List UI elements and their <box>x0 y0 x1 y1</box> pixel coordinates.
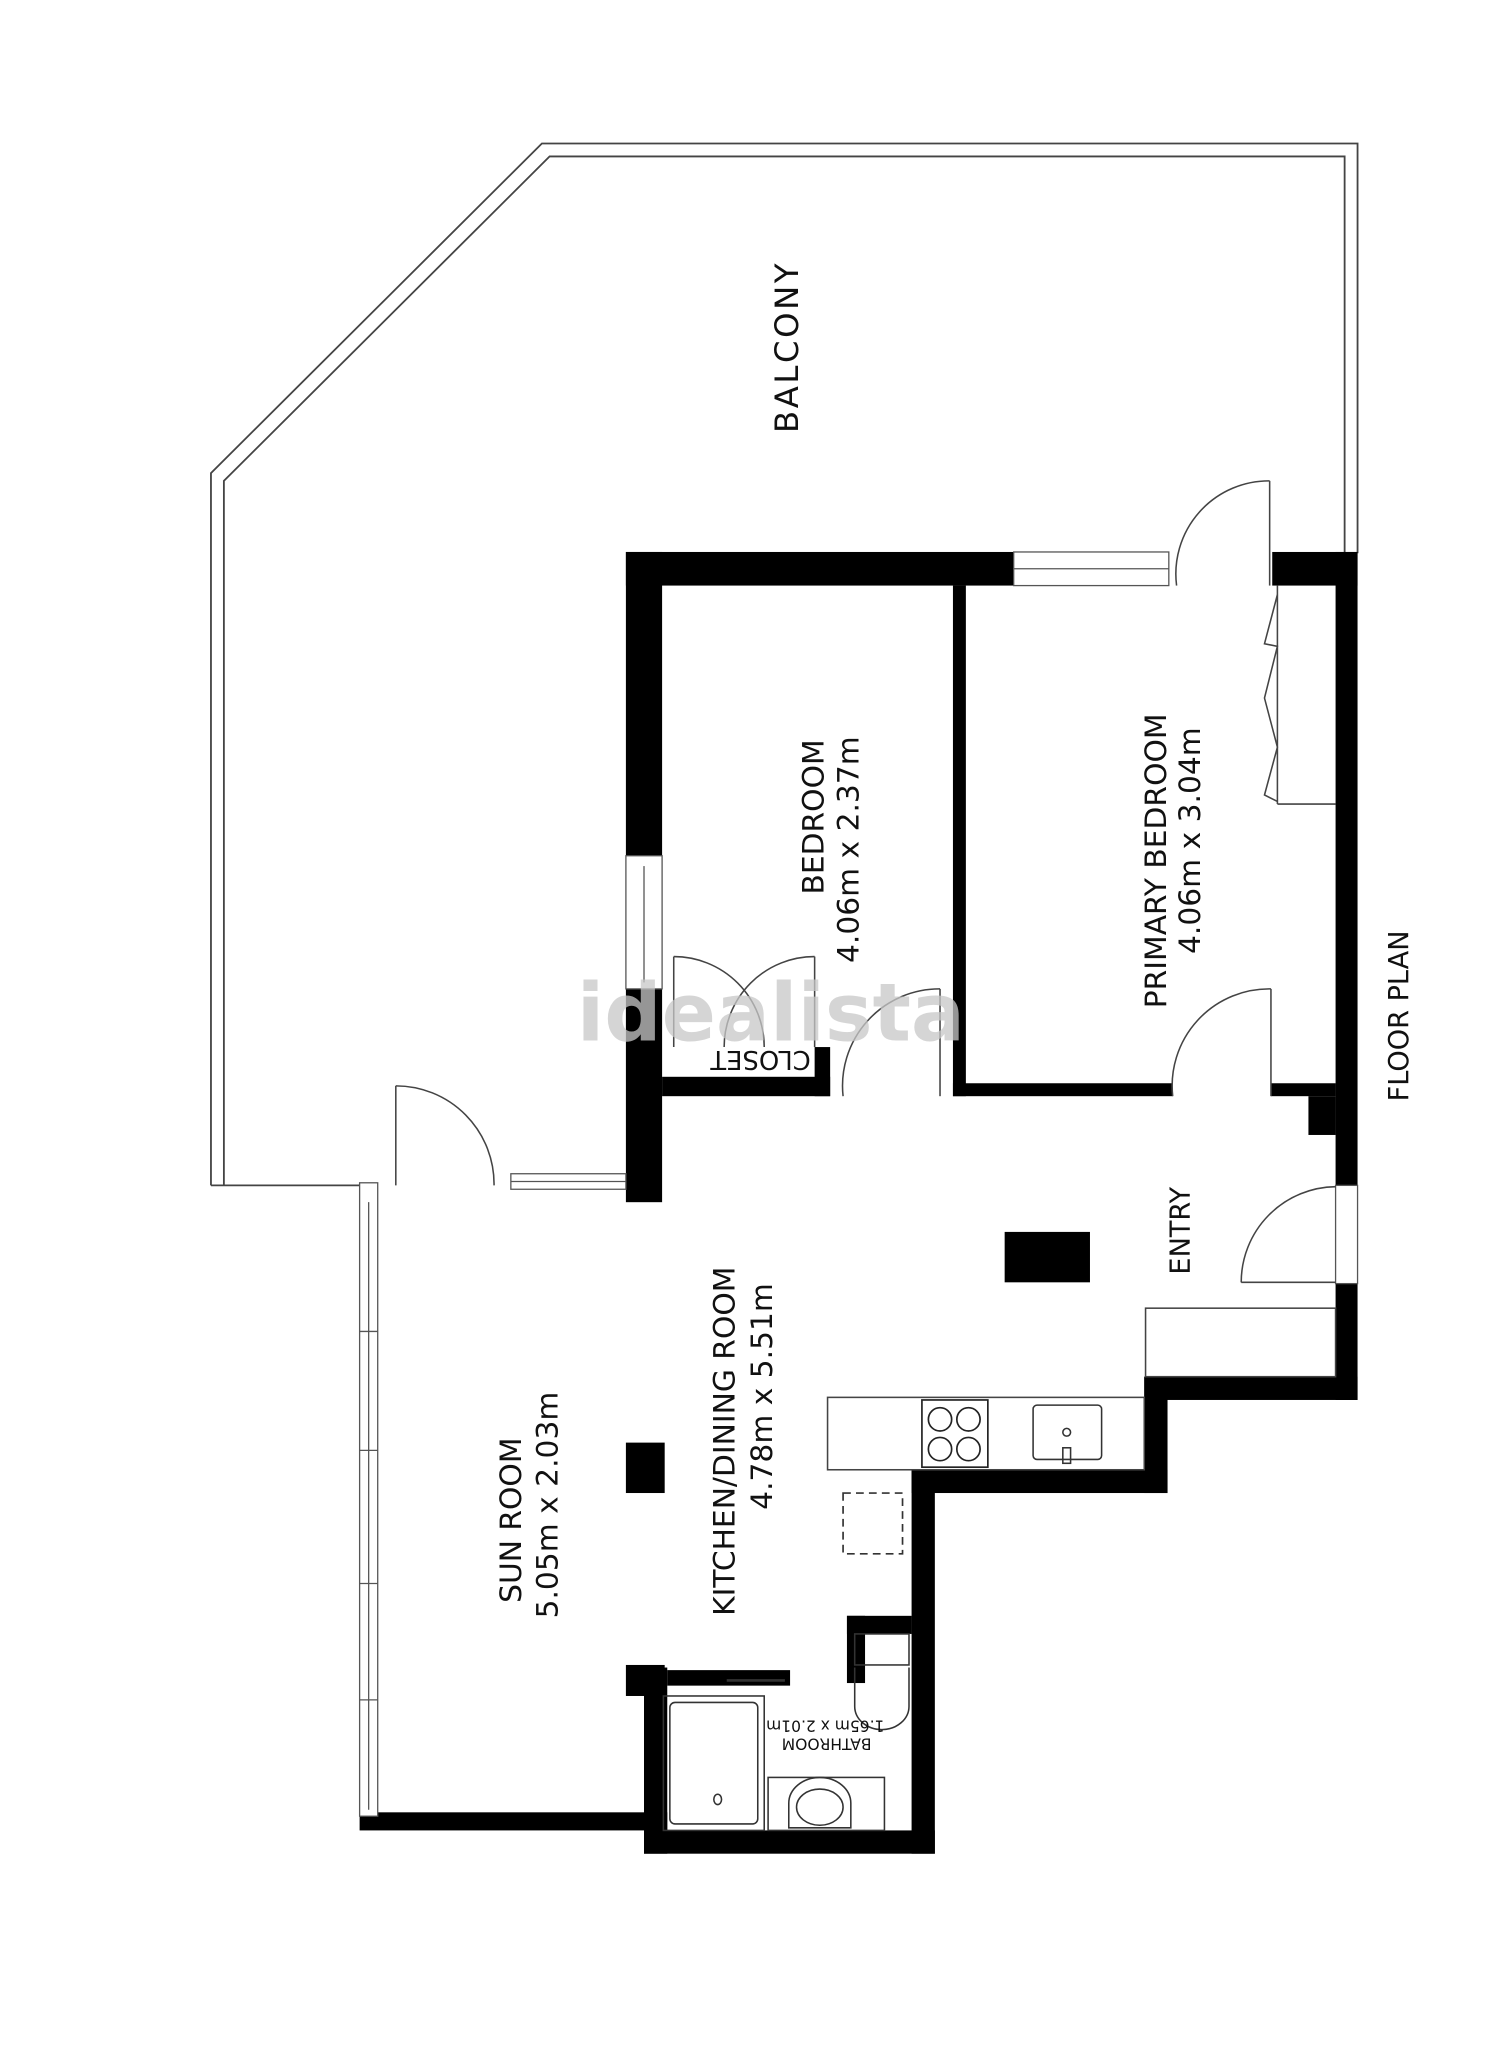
entry-label: ENTRY <box>1166 1186 1197 1274</box>
bedroom-label: BEDROOM 4.06m x 2.37m <box>797 736 867 963</box>
column <box>625 1442 665 1494</box>
kitchen-counter <box>826 1307 1337 1471</box>
windows <box>358 551 1359 1817</box>
watermark: idealista <box>577 967 965 1060</box>
kitchen-name: KITCHEN/DINING ROOM <box>707 1267 742 1616</box>
primary-bedroom-label: PRIMARY BEDROOM 4.06m x 3.04m <box>1139 713 1208 1008</box>
stove-icon <box>921 1399 989 1469</box>
bathroom-fixtures <box>662 1633 910 1832</box>
sink-icon <box>1032 1404 1103 1465</box>
appliance-dashed <box>842 1492 904 1555</box>
bedroom-size: 4.06m x 2.37m <box>832 736 867 963</box>
column <box>1004 1231 1090 1283</box>
kitchen-label: KITCHEN/DINING ROOM 4.78m x 5.51m <box>707 1267 779 1616</box>
bathroom-size: 1.65m x 2.01m <box>766 1717 884 1735</box>
doors <box>395 480 1336 1284</box>
primary-bedroom-name: PRIMARY BEDROOM <box>1139 713 1174 1008</box>
sunroom-name: SUN ROOM <box>494 1438 529 1603</box>
closet-label: CLOSET <box>710 1044 811 1074</box>
balcony-outline <box>210 142 1359 1187</box>
balcony-label: BALCONY <box>768 261 806 433</box>
kitchen-size: 4.78m x 5.51m <box>745 1283 780 1510</box>
walls <box>359 551 1358 1854</box>
sunroom-label: SUN ROOM 5.05m x 2.03m <box>494 1392 565 1619</box>
bedroom-name: BEDROOM <box>797 739 832 894</box>
bathroom-label: BATHROOM 1.65m x 2.01m <box>766 1717 884 1753</box>
primary-bedroom-size: 4.06m x 3.04m <box>1173 727 1208 954</box>
floor-plan-title: FLOOR PLAN <box>1384 930 1415 1101</box>
sunroom-size: 5.05m x 2.03m <box>530 1392 565 1619</box>
bathroom-name: BATHROOM <box>782 1735 872 1753</box>
sunroom-window-mullions <box>359 1330 378 1701</box>
